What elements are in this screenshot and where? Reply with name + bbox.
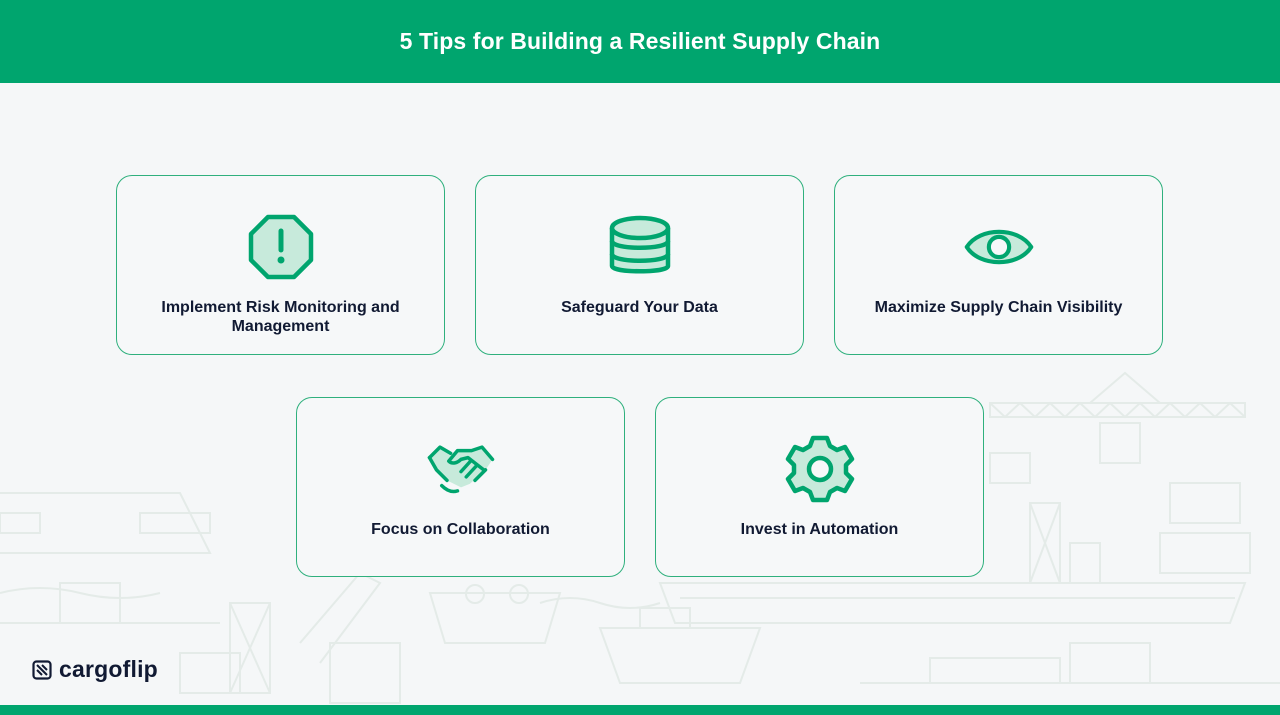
handshake-icon: [426, 434, 496, 504]
tip-label: Focus on Collaboration: [371, 521, 550, 538]
tip-card-automation: Invest in Automation: [655, 397, 984, 577]
logo-wordmark: cargoflip: [59, 656, 158, 682]
port-background-illustration: [0, 371, 1280, 704]
tip-label: Maximize Supply Chain Visibility: [874, 299, 1123, 316]
page-title: 5 Tips for Building a Resilient Supply C…: [399, 28, 881, 54]
tip-label: Safeguard Your Data: [561, 299, 718, 316]
cargoflip-logo-icon: [32, 659, 52, 680]
tip-card-collaboration: Focus on Collaboration: [296, 397, 625, 577]
tip-card-safeguard-data: Safeguard Your Data: [475, 175, 804, 355]
header-bar: 5 Tips for Building a Resilient Supply C…: [0, 0, 1280, 83]
gear-icon: [785, 434, 855, 504]
tip-card-visibility: Maximize Supply Chain Visibility: [834, 175, 1163, 355]
cargoflip-logo: cargoflip: [32, 656, 158, 683]
bottom-bar: [0, 705, 1280, 715]
eye-icon: [964, 212, 1034, 282]
database-icon: [605, 212, 675, 282]
tip-card-risk-monitoring: Implement Risk Monitoring and Management: [116, 175, 445, 355]
warning-octagon-icon: [246, 212, 316, 282]
tip-label: Implement Risk Monitoring and Management: [161, 299, 400, 335]
tip-label: Invest in Automation: [740, 521, 899, 538]
